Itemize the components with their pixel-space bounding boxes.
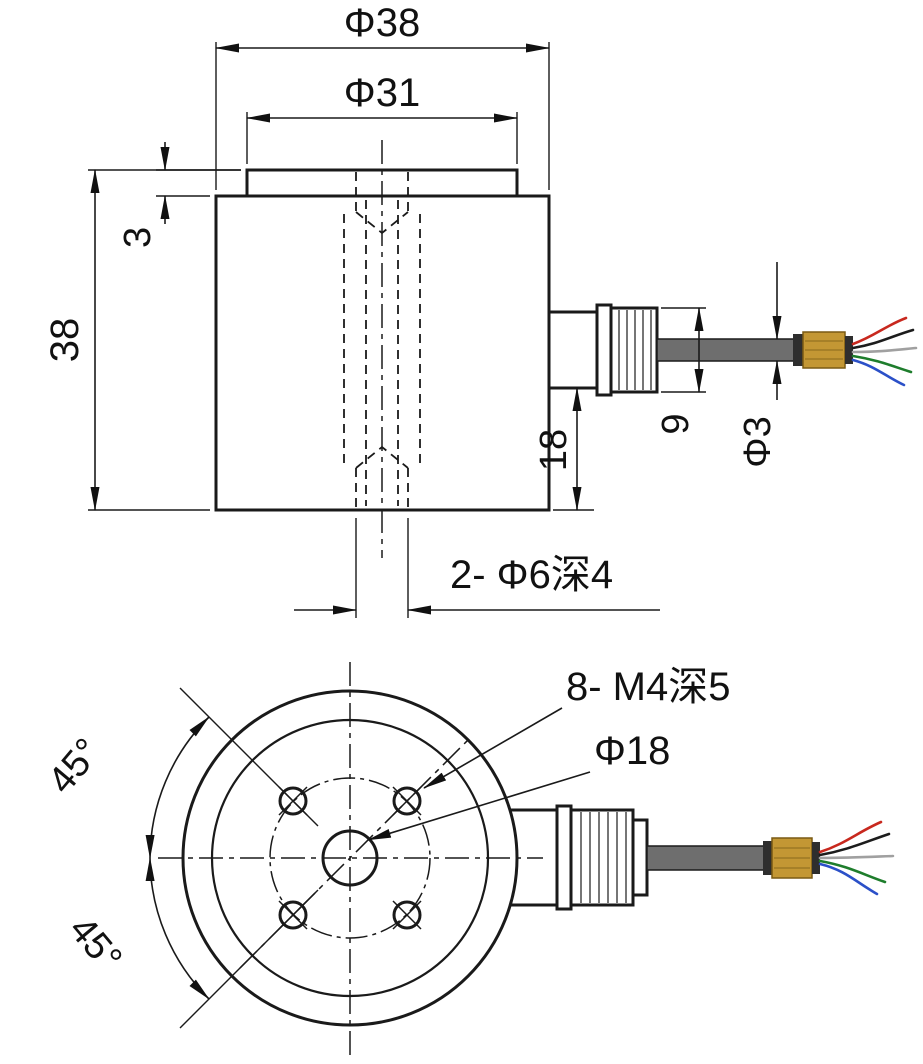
- wire-black: [818, 832, 891, 857]
- mount-hole: [278, 786, 308, 816]
- wire-blue: [851, 358, 906, 387]
- dim-angle-lower-label: 45°: [61, 909, 130, 980]
- wire-red: [851, 316, 908, 346]
- cable-gland-bottom: [507, 804, 895, 911]
- cable-gland-side: [547, 303, 918, 397]
- dim-gland-size-label: 9: [655, 413, 697, 434]
- callout-mount-holes-label: 8- M4深5: [566, 665, 731, 709]
- cable: [656, 338, 796, 362]
- dim-cap-diameter: Φ31: [246, 71, 518, 164]
- dim-body-height: 38: [43, 169, 241, 511]
- wire-green: [818, 859, 887, 884]
- dim-bottom-holes-label: 2- Φ6深4: [450, 553, 613, 597]
- dim-connector-offset-label: 18: [533, 429, 575, 471]
- gland-serrations: [580, 812, 627, 903]
- dim-connector-offset: 18: [533, 387, 594, 511]
- connector-band: [793, 334, 803, 366]
- dim-outer-diameter: Φ38: [215, 1, 550, 190]
- wire-leads: [818, 820, 895, 896]
- dim-gland-size: 9: [655, 307, 706, 435]
- connector-band-2: [812, 842, 820, 874]
- connector-detail-lines: [774, 847, 810, 869]
- gland-step: [631, 818, 649, 897]
- cable: [646, 845, 766, 871]
- dim-body-height-label: 38: [43, 318, 87, 363]
- connector-detail-lines: [805, 340, 843, 360]
- connector-band-2: [845, 336, 853, 364]
- connector-band: [763, 841, 772, 875]
- wire-blue: [818, 862, 879, 896]
- gland-nut: [609, 306, 659, 394]
- callout-bolt-circle-label: Φ18: [594, 729, 670, 773]
- gland-boss: [547, 310, 599, 390]
- dim-outer-diameter-label: Φ38: [344, 1, 420, 45]
- callout-bolt-circle: Φ18: [367, 729, 670, 841]
- wire-white: [818, 854, 895, 860]
- wire-red: [818, 820, 883, 854]
- mount-holes: [278, 786, 422, 930]
- callout-mount-holes: 8- M4深5: [423, 665, 731, 789]
- wire-white: [851, 346, 918, 354]
- gland-flange: [555, 804, 573, 911]
- dim-cap-diameter-label: Φ31: [344, 71, 420, 115]
- mount-hole: [392, 900, 422, 930]
- dim-cable-diameter-label: Φ3: [737, 416, 779, 467]
- dim-cable-diameter: Φ3: [737, 262, 782, 468]
- gland-nut: [569, 808, 635, 907]
- bottom-view: 45° 45° 8- M4深5 Φ18: [40, 662, 895, 1056]
- wire-black: [851, 328, 915, 350]
- side-view: Φ38 Φ31 3 38 18: [43, 1, 918, 618]
- dim-angle-upper-label: 45°: [40, 731, 109, 802]
- dim-bottom-holes: 2- Φ6深4: [294, 518, 660, 618]
- mount-hole: [278, 900, 308, 930]
- gland-flange: [595, 303, 613, 397]
- dim-cap-height-label: 3: [117, 227, 159, 248]
- wire-green: [851, 354, 913, 374]
- mount-hole: [392, 786, 422, 816]
- gland-serrations: [618, 310, 652, 390]
- wire-leads: [851, 316, 918, 387]
